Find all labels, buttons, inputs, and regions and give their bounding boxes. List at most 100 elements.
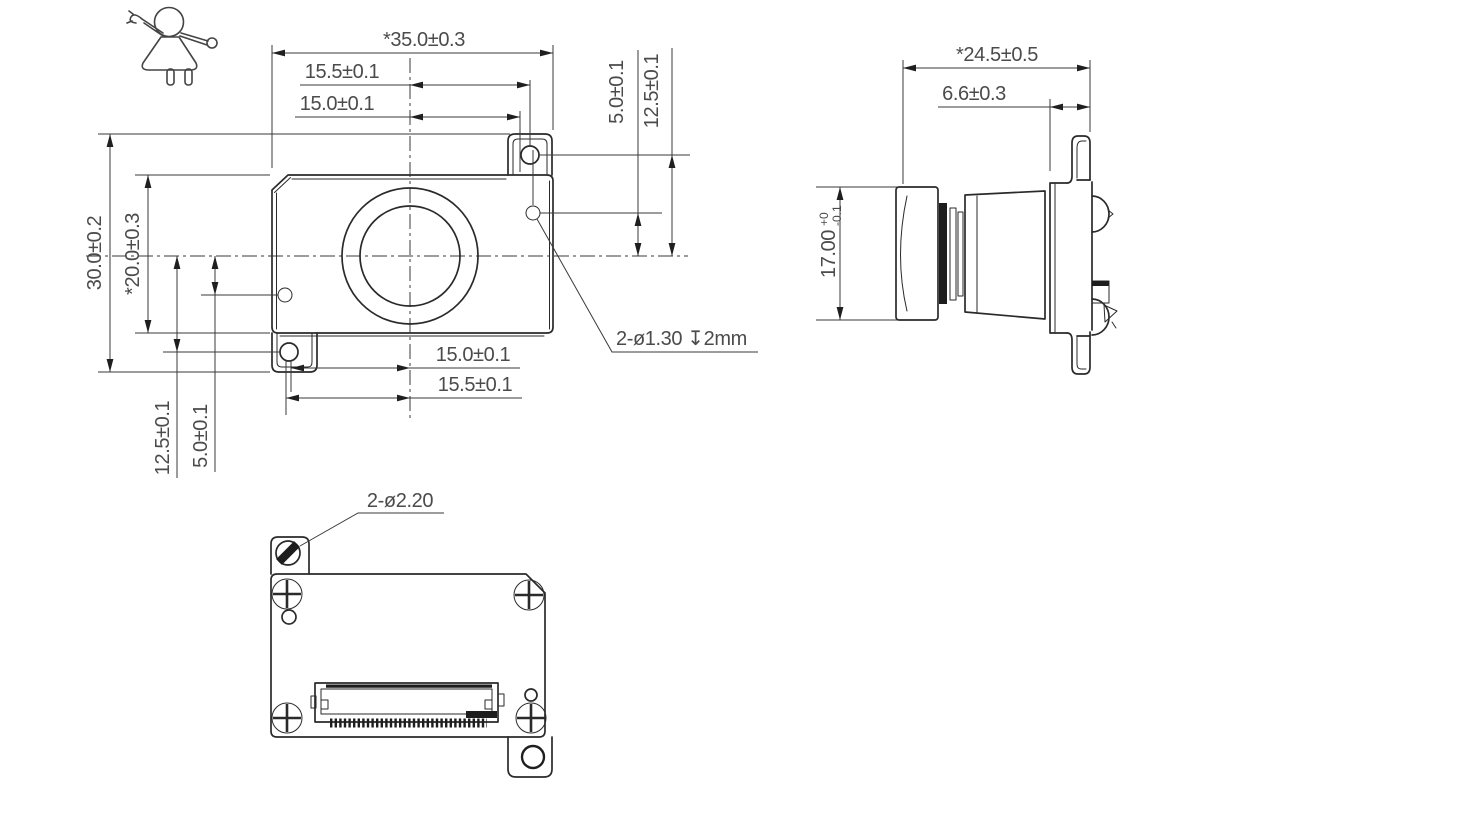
side-connector-profile (1091, 280, 1118, 329)
dim-text: 30.0±0.2 (84, 215, 106, 290)
screw-cross (273, 580, 301, 608)
dim-text: 6.6±0.3 (942, 83, 1006, 105)
lens-opening-outer-circle (341, 187, 479, 325)
doodle-left-leg (166, 68, 175, 86)
ffc-connector (310, 682, 505, 728)
dim-right-offset-small: 5.0±0.1 (540, 50, 662, 256)
back-tab-top-left (270, 536, 310, 575)
back-view: 2-ø2.20 (270, 490, 553, 778)
tab-hole (520, 145, 540, 165)
leader-line (536, 218, 758, 353)
front-body-outline (271, 174, 554, 334)
dim-arrowhead (211, 256, 219, 295)
side-tab-bottom (1066, 331, 1091, 375)
dim-text: 5.0±0.1 (606, 60, 628, 124)
screw-cross (273, 704, 301, 732)
extension-line (98, 133, 510, 373)
holder-plate (1049, 182, 1068, 334)
screw-head (271, 578, 303, 610)
screw-cross (515, 581, 543, 609)
dim-right-offset-large: 12.5±0.1 (539, 48, 690, 256)
tab-outline (1066, 331, 1091, 375)
side-tab-top (1066, 135, 1091, 184)
connector-latch-right (497, 693, 505, 707)
dim-text: 12.5±0.1 (152, 400, 174, 475)
pcb-edge (1076, 179, 1093, 337)
screw-head-profile-top (1091, 195, 1110, 233)
doodle-figure-logo (126, 6, 218, 86)
note-text: 2-ø1.30 ↧2mm (616, 328, 747, 350)
tab-outline (1066, 135, 1091, 184)
back-screws (271, 578, 547, 734)
doodle-dress (141, 36, 198, 71)
dim-tolerance-upper: +0 (817, 212, 831, 226)
screw-head (515, 702, 547, 734)
back-hole-small-right (524, 688, 538, 702)
lens-front-block (895, 186, 939, 321)
dim-text: 15.5±0.1 (305, 61, 380, 83)
front-body-chamfer-line (274, 177, 291, 193)
dim-width-total: *35.0±0.3 (271, 29, 554, 168)
screw-bottom-right (515, 702, 547, 734)
dim-bottom-offset-1: 15.0±0.1 (290, 344, 520, 392)
connector-top-strip (326, 684, 492, 688)
tab-hole (279, 342, 299, 362)
doodle-head (153, 6, 185, 38)
dim-arrowhead (1050, 103, 1090, 111)
back-tab-bottom-right (507, 736, 553, 778)
dim-arrowhead (286, 394, 410, 402)
dim-depth-total: *24.5±0.5 (902, 44, 1091, 184)
front-hole-leader-note: 2-ø1.30 ↧2mm (536, 218, 758, 353)
dim-text: 15.0±0.1 (300, 93, 375, 115)
connector-latch-left (310, 695, 317, 709)
tab-hole (520, 744, 546, 770)
back-hole-small-left (281, 609, 297, 625)
extension-line (271, 45, 554, 168)
dim-text: *24.5±0.5 (956, 44, 1038, 66)
tab-inner-line (1076, 336, 1087, 370)
lens-barrel (964, 190, 1046, 320)
dim-arrowhead (410, 113, 520, 121)
dim-text: *20.0±0.3 (122, 213, 144, 295)
connector-inner-frame (320, 688, 493, 715)
screw-head-profile-bottom (1091, 298, 1110, 336)
dim-text: 12.5±0.1 (641, 53, 663, 128)
connector-dark-top (1092, 281, 1109, 286)
tab-slotted-hole (275, 540, 301, 566)
screw-top-right (513, 579, 545, 611)
lens-opening-inner-circle (359, 205, 461, 307)
dim-arrowhead (291, 364, 410, 372)
front-hole-top-right (525, 205, 541, 221)
screw-bottom-left (271, 702, 303, 734)
dim-height-total: 30.0±0.2 (84, 133, 510, 373)
dim-text: 15.5±0.1 (438, 374, 513, 396)
tab-hole-slot (276, 541, 300, 565)
screw-cross (517, 704, 545, 732)
dim-arrowhead (410, 81, 530, 89)
screw-head (513, 579, 545, 611)
doodle-right-leg (184, 68, 193, 86)
doodle-left-arm (141, 18, 164, 37)
dim-left-offset-small: 5.0±0.1 (190, 256, 278, 472)
doodle-right-hand (206, 37, 218, 49)
front-hole-bottom-left (277, 287, 293, 303)
dim-arrowhead (634, 213, 642, 256)
dim-bottom-offset-2: 15.5±0.1 (285, 360, 522, 415)
extension-line (135, 174, 270, 334)
side-view: *24.5±0.5 6.6±0.3 17.00 +0 -0.1 (816, 44, 1118, 375)
leader-line (299, 512, 444, 547)
back-board-outline (270, 573, 546, 738)
front-view: *35.0±0.3 15.5±0.1 15.0±0.1 5.0±0.1 (84, 29, 758, 478)
dim-text: 5.0±0.1 (190, 404, 212, 468)
dim-top-offset-2: 15.0±0.1 (295, 93, 534, 205)
extension-line (519, 111, 534, 205)
tab-inner-outline (276, 332, 313, 368)
doodle-left-hand (126, 10, 143, 24)
connector-flag (1103, 304, 1118, 329)
extension-line (816, 186, 898, 321)
dim-lens-height: 17.00 +0 -0.1 (816, 186, 898, 321)
dim-tolerance-lower: -0.1 (830, 205, 844, 226)
back-hole-leader-note: 2-ø2.20 (299, 490, 444, 547)
lens-dark-ring (939, 203, 947, 304)
